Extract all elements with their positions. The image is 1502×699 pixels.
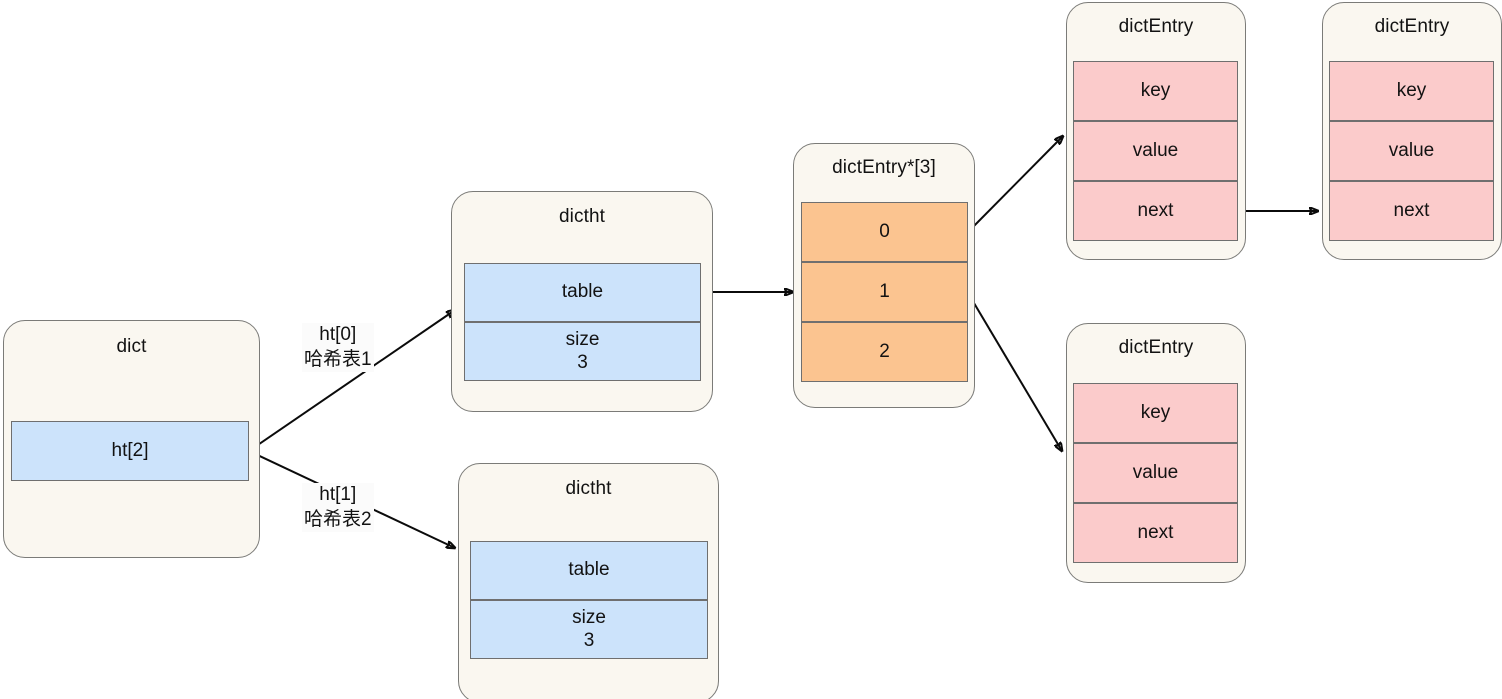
field-dictht1-size-value: 3 (577, 351, 588, 373)
field-entry-bottom1-key[interactable]: key (1073, 383, 1238, 443)
field-entry-top2-value-label: value (1388, 139, 1435, 161)
field-entry-bottom1-value-label: value (1132, 461, 1179, 483)
field-dictht1-table[interactable]: table (464, 263, 701, 322)
field-entry-top1-next[interactable]: next (1073, 181, 1238, 241)
edge-label-ht0-line2: 哈希表1 (304, 348, 372, 370)
node-bucket-array-title: dictEntry*[3] (832, 157, 936, 178)
node-dictht-2-title: dictht (565, 478, 612, 499)
field-dictht2-size[interactable]: size 3 (470, 600, 708, 659)
field-entry-bottom1-value[interactable]: value (1073, 443, 1238, 503)
node-dictentry-top-2-title: dictEntry (1374, 16, 1450, 37)
field-entry-top1-key[interactable]: key (1073, 61, 1238, 121)
edge-label-ht1-line1: ht[1] (319, 484, 357, 505)
field-dictht1-size[interactable]: size 3 (464, 322, 701, 381)
edge-label-ht0-line1: ht[0] (319, 324, 357, 345)
field-entry-top2-value[interactable]: value (1329, 121, 1494, 181)
edge-bucket1-to-entry-bottom (967, 292, 1062, 451)
field-entry-bottom1-next-label: next (1137, 521, 1174, 543)
bucket-slot-1[interactable]: 1 (801, 262, 968, 322)
bucket-slot-0[interactable]: 0 (801, 202, 968, 262)
field-dictht2-table-label: table (568, 559, 610, 581)
field-dictht1-size-label: size (565, 329, 600, 351)
field-dictht1-table-label: table (561, 281, 604, 303)
field-dict-ht2-label: ht[2] (111, 439, 149, 461)
bucket-slot-1-label: 1 (879, 280, 890, 302)
field-entry-top2-key-label: key (1396, 79, 1427, 101)
field-entry-top2-next-label: next (1393, 199, 1430, 221)
field-entry-top1-key-label: key (1140, 79, 1171, 101)
field-dictht2-table[interactable]: table (470, 541, 708, 600)
field-entry-top1-value-label: value (1132, 139, 1179, 161)
bucket-slot-0-label: 0 (879, 220, 890, 242)
node-dictht-1-title: dictht (558, 206, 605, 227)
field-entry-top1-value[interactable]: value (1073, 121, 1238, 181)
bucket-slot-2-label: 2 (879, 340, 890, 362)
edge-label-ht1: ht[1] 哈希表2 (302, 483, 374, 533)
node-dictentry-bottom-1-title: dictEntry (1118, 337, 1194, 358)
field-entry-top2-key[interactable]: key (1329, 61, 1494, 121)
field-entry-top1-next-label: next (1137, 199, 1174, 221)
field-entry-bottom1-key-label: key (1140, 401, 1171, 423)
field-dictht2-size-label: size (572, 607, 606, 629)
node-dictentry-top-1-title: dictEntry (1118, 16, 1194, 37)
edge-bucket0-to-entry-top (967, 136, 1063, 233)
field-dictht2-size-value: 3 (583, 629, 595, 651)
node-dict-title: dict (116, 336, 147, 357)
edge-label-ht1-line2: 哈希表2 (304, 508, 372, 530)
field-entry-top2-next[interactable]: next (1329, 181, 1494, 241)
edge-label-ht0: ht[0] 哈希表1 (302, 323, 374, 373)
field-entry-bottom1-next[interactable]: next (1073, 503, 1238, 563)
field-dict-ht2[interactable]: ht[2] (11, 421, 249, 481)
edge-dict-to-dictht1 (248, 310, 455, 452)
bucket-slot-2[interactable]: 2 (801, 322, 968, 382)
